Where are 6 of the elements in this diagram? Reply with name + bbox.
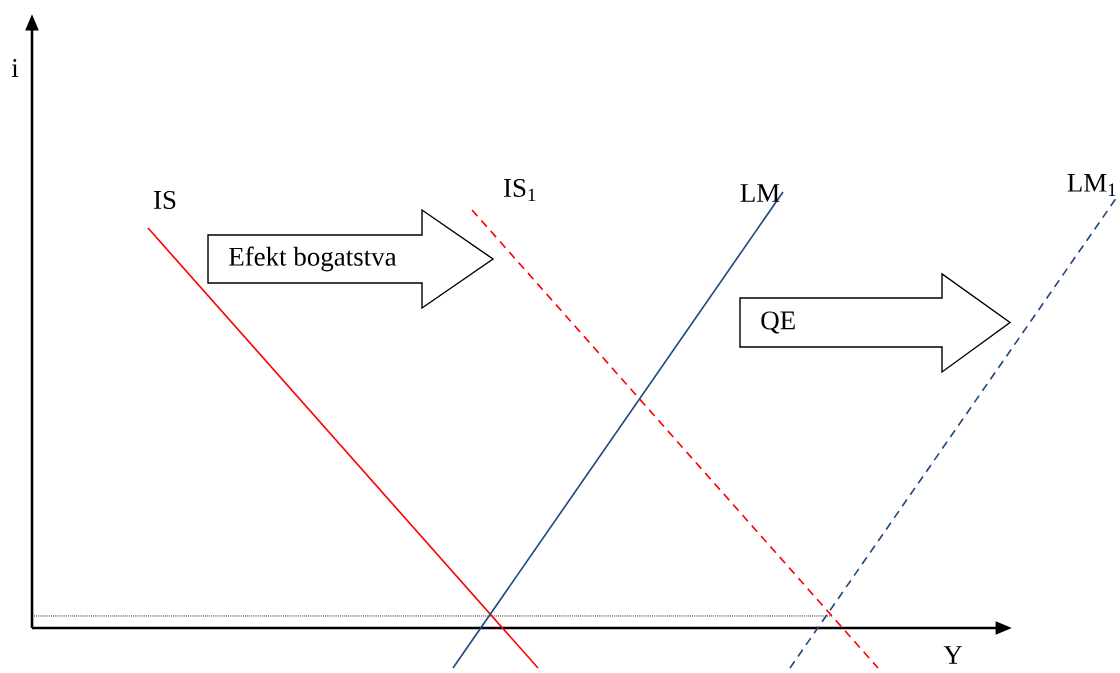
axis-label: Y xyxy=(943,646,963,664)
curve-label: IS$_{1}$ xyxy=(504,178,536,202)
curve-label: LM xyxy=(740,184,780,202)
axis-label: i xyxy=(11,59,19,77)
curve-label: LM$_{1}$ xyxy=(1067,173,1116,196)
curve-label: IS xyxy=(154,190,176,210)
